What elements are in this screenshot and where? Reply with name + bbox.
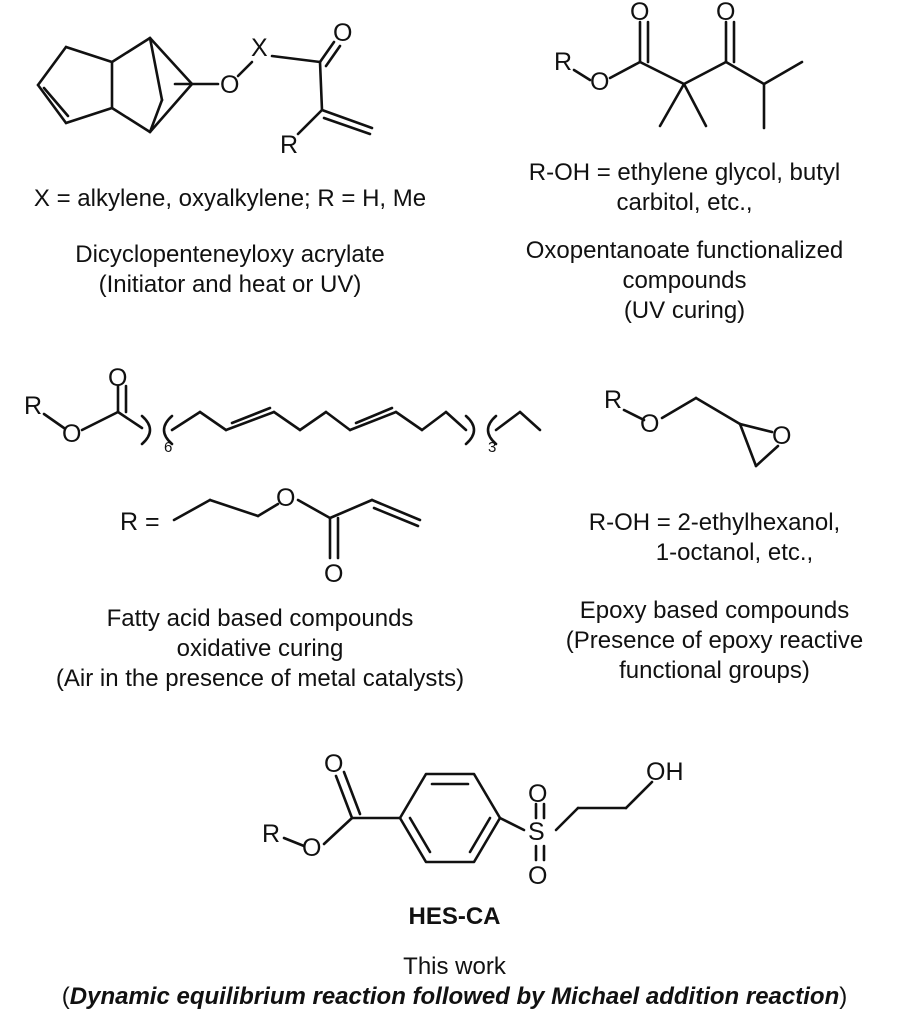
middle-left-caption: Fatty acid based compounds oxidative cur… bbox=[0, 604, 520, 694]
curing-method: (Air in the presence of metal catalysts) bbox=[55, 665, 465, 692]
substituent-note-line-1: R-OH = 2-ethylhexanol, bbox=[588, 509, 841, 536]
r-equals-label: R = bbox=[120, 508, 160, 536]
bottom-caption: HES-CA This work (Dynamic equilibrium re… bbox=[0, 902, 909, 1012]
compound-name: Dicyclopenteneyloxy acrylate bbox=[75, 241, 385, 268]
atom-r: R bbox=[604, 386, 622, 414]
hes-ca-structure bbox=[282, 770, 654, 864]
curing-method-line-1: (Presence of epoxy reactive bbox=[565, 627, 864, 654]
atom-o-ester: O bbox=[302, 834, 321, 862]
substituent-note-line-2: carbitol, etc., bbox=[616, 189, 753, 216]
this-work-label: This work bbox=[403, 953, 506, 980]
atom-x: X bbox=[251, 34, 268, 62]
top-right-caption: R-OH = ethylene glycol, butyl carbitol, … bbox=[460, 158, 909, 326]
atom-o-ester: O bbox=[590, 68, 609, 96]
epoxy-structure bbox=[622, 396, 780, 468]
atom-oh: OH bbox=[646, 758, 684, 786]
atom-r: R bbox=[262, 820, 280, 848]
compound-name-line-1: Fatty acid based compounds bbox=[106, 605, 414, 632]
curing-method: (Initiator and heat or UV) bbox=[98, 271, 362, 298]
mechanism-line: (Dynamic equilibrium reaction followed b… bbox=[0, 982, 909, 1012]
compound-name-line-2: oxidative curing bbox=[176, 635, 344, 662]
close-paren: ) bbox=[839, 983, 848, 1010]
atom-o-sulfonyl-bottom: O bbox=[528, 862, 547, 890]
oxopentanoate-structure bbox=[572, 20, 804, 130]
atom-o-ketone: O bbox=[716, 0, 735, 26]
top-left-caption: X = alkylene, oxyalkylene; R = H, Me Dic… bbox=[0, 184, 460, 300]
middle-right-caption: R-OH = 2-ethylhexanol, 1-octanol, etc., … bbox=[520, 508, 909, 686]
atom-o-carbonyl: O bbox=[108, 364, 127, 392]
subscript-3: 3 bbox=[488, 439, 496, 456]
curing-method: (UV curing) bbox=[623, 297, 746, 324]
atom-s: S bbox=[528, 818, 545, 846]
fatty-acid-structure bbox=[42, 384, 542, 560]
compound-name: Epoxy based compounds bbox=[579, 597, 850, 624]
atom-o-sulfonyl-top: O bbox=[528, 780, 547, 808]
mechanism-text: Dynamic equilibrium reaction followed by… bbox=[69, 983, 840, 1010]
atom-r: R bbox=[554, 48, 572, 76]
atom-o-carbonyl: O bbox=[333, 19, 352, 47]
atom-o-epoxide: O bbox=[772, 422, 791, 450]
atom-o-acrylate-carbonyl: O bbox=[324, 560, 343, 588]
atom-o-acrylate-ester: O bbox=[276, 484, 295, 512]
substituent-note-line-1: R-OH = ethylene glycol, butyl bbox=[528, 159, 841, 186]
atom-r: R bbox=[280, 131, 298, 159]
compound-name-line-1: Oxopentanoate functionalized bbox=[525, 237, 844, 264]
compound-name: HES-CA bbox=[408, 903, 501, 930]
atom-o-ester: O bbox=[62, 420, 81, 448]
atom-o-carbonyl: O bbox=[324, 750, 343, 778]
atom-o-carbonyl: O bbox=[630, 0, 649, 26]
substituent-note: X = alkylene, oxyalkylene; R = H, Me bbox=[33, 185, 427, 212]
curing-method-line-2: functional groups) bbox=[619, 657, 810, 684]
atom-r: R bbox=[24, 392, 42, 420]
substituent-note-line-2: 1-octanol, etc., bbox=[655, 539, 814, 566]
atom-o-ether: O bbox=[640, 410, 659, 438]
open-paren: ( bbox=[61, 983, 70, 1010]
compound-name-line-2: compounds bbox=[622, 267, 747, 294]
atom-o-ether: O bbox=[220, 71, 239, 99]
dicyclopentenyloxy-acrylate-structure bbox=[36, 36, 374, 136]
subscript-6: 6 bbox=[164, 439, 172, 456]
